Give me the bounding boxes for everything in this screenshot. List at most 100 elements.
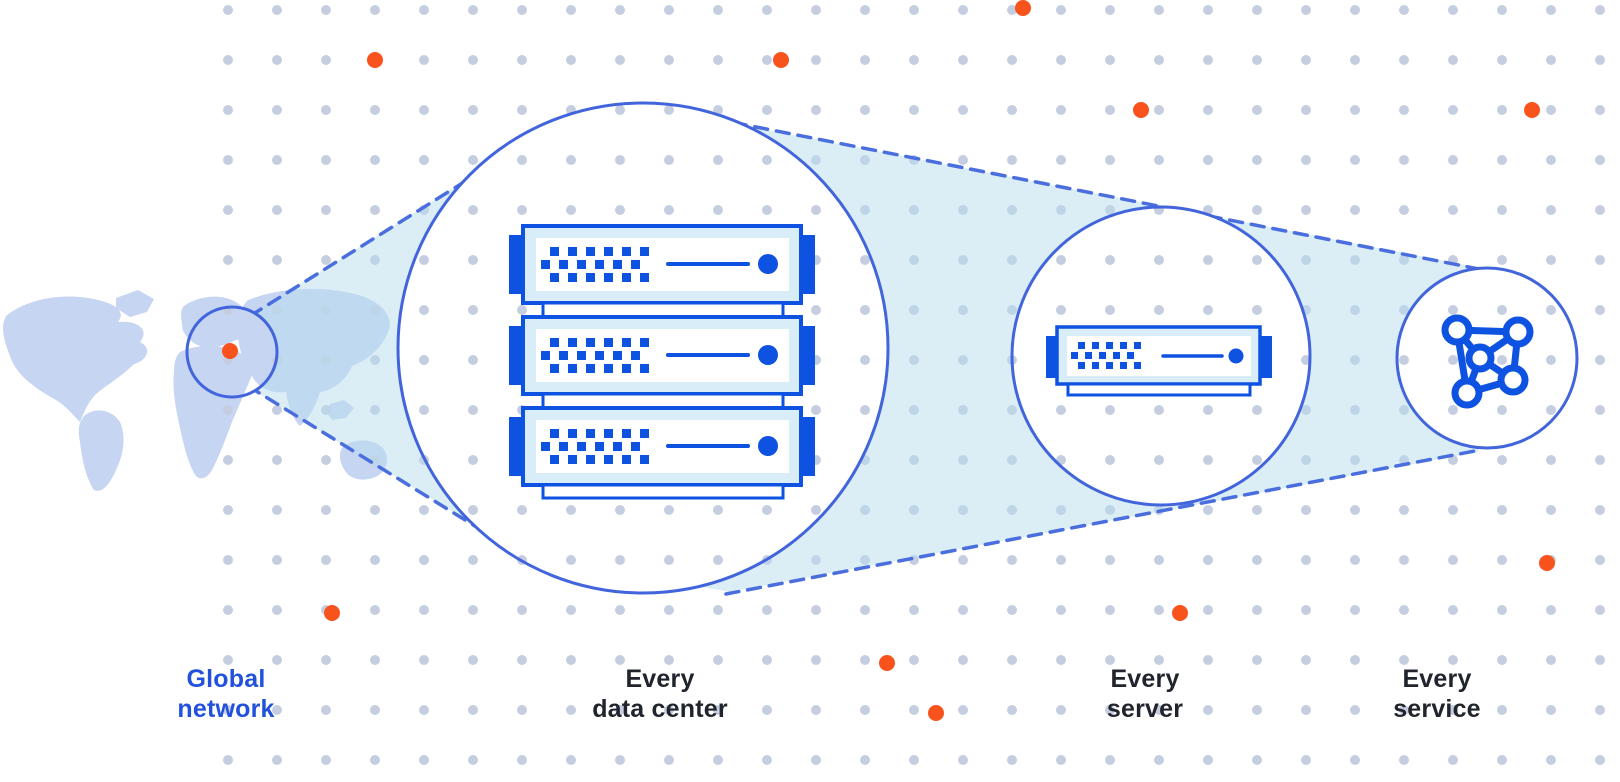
label-every-data-center: Every data center bbox=[490, 664, 830, 724]
grid-dot bbox=[1301, 605, 1311, 615]
accent-dot bbox=[1133, 102, 1149, 118]
grid-dot bbox=[1007, 605, 1017, 615]
grid-dot bbox=[1301, 555, 1311, 565]
grid-dot bbox=[1399, 755, 1409, 765]
grid-dot bbox=[1399, 605, 1409, 615]
grid-dot bbox=[1154, 705, 1164, 715]
grid-dot bbox=[468, 5, 478, 15]
grid-dot bbox=[1595, 605, 1605, 615]
grid-dot bbox=[1154, 555, 1164, 565]
grid-dot bbox=[1203, 155, 1213, 165]
server-base bbox=[1066, 382, 1252, 397]
grid-dot bbox=[419, 55, 429, 65]
grid-dot bbox=[664, 605, 674, 615]
accent-dot bbox=[879, 655, 895, 671]
grid-dot bbox=[1301, 105, 1311, 115]
grid-dot bbox=[1399, 105, 1409, 115]
grid-dot bbox=[1399, 155, 1409, 165]
grid-dot bbox=[1056, 655, 1066, 665]
grid-dot bbox=[1497, 505, 1507, 515]
grid-dot bbox=[958, 555, 968, 565]
grid-dot bbox=[370, 555, 380, 565]
grid-dot bbox=[1007, 105, 1017, 115]
grid-dot bbox=[1350, 655, 1360, 665]
grid-dot bbox=[321, 655, 331, 665]
server-tab-right bbox=[1260, 336, 1272, 378]
grid-dot bbox=[566, 55, 576, 65]
grid-dot bbox=[958, 705, 968, 715]
grid-dot bbox=[860, 105, 870, 115]
grid-dot bbox=[419, 655, 429, 665]
grid-dot bbox=[1497, 305, 1507, 315]
grid-dot bbox=[1301, 55, 1311, 65]
grid-dot bbox=[1448, 705, 1458, 715]
grid-dot bbox=[1546, 155, 1556, 165]
grid-dot bbox=[615, 55, 625, 65]
grid-dot bbox=[370, 705, 380, 715]
grid-dot bbox=[223, 305, 233, 315]
grid-dot bbox=[1350, 55, 1360, 65]
server-tab-left bbox=[1046, 336, 1058, 378]
mesh-network-icon bbox=[1441, 314, 1534, 409]
grid-dot bbox=[860, 55, 870, 65]
continent-north-america bbox=[3, 296, 148, 422]
grid-dot bbox=[272, 705, 282, 715]
server-tab-left bbox=[509, 235, 523, 294]
grid-dot bbox=[811, 105, 821, 115]
server-circle bbox=[1010, 205, 1312, 507]
grid-dot bbox=[1448, 255, 1458, 265]
grid-dot bbox=[1056, 705, 1066, 715]
grid-dot bbox=[223, 5, 233, 15]
grid-dot bbox=[272, 155, 282, 165]
grid-dot bbox=[223, 55, 233, 65]
label-line: service bbox=[1393, 695, 1481, 723]
label-every-server: Every server bbox=[975, 664, 1315, 724]
grid-dot bbox=[1252, 105, 1262, 115]
grid-dot bbox=[272, 605, 282, 615]
accent-dot bbox=[773, 52, 789, 68]
grid-dot bbox=[1105, 155, 1115, 165]
grid-dot bbox=[517, 5, 527, 15]
grid-dot bbox=[1056, 55, 1066, 65]
grid-dot bbox=[223, 605, 233, 615]
grid-dot bbox=[713, 105, 723, 115]
dashed-line-upper-left bbox=[248, 120, 562, 318]
grid-dot bbox=[223, 555, 233, 565]
grid-dot bbox=[1105, 55, 1115, 65]
grid-dot bbox=[615, 755, 625, 765]
grid-dot bbox=[1546, 705, 1556, 715]
grid-dot bbox=[664, 705, 674, 715]
grid-dot bbox=[419, 755, 429, 765]
grid-dot bbox=[1448, 655, 1458, 665]
grid-dot bbox=[958, 105, 968, 115]
grid-dot bbox=[1105, 705, 1115, 715]
grid-dot bbox=[1350, 505, 1360, 515]
grid-dot bbox=[860, 755, 870, 765]
grid-dot bbox=[517, 705, 527, 715]
grid-dot bbox=[1203, 55, 1213, 65]
rack-base bbox=[541, 483, 785, 500]
grid-dot bbox=[1497, 755, 1507, 765]
grid-dot bbox=[370, 105, 380, 115]
continent-south-america bbox=[78, 410, 124, 491]
grid-dot bbox=[1497, 105, 1507, 115]
grid-dot bbox=[321, 255, 331, 265]
accent-dot bbox=[1524, 102, 1540, 118]
grid-dot bbox=[1056, 605, 1066, 615]
server-tab-right bbox=[801, 326, 815, 385]
grid-dot bbox=[1448, 5, 1458, 15]
grid-dot bbox=[419, 105, 429, 115]
grid-dot bbox=[1203, 5, 1213, 15]
label-line: Global bbox=[186, 665, 266, 693]
grid-dot bbox=[1252, 5, 1262, 15]
grid-dot bbox=[419, 505, 429, 515]
grid-dot bbox=[517, 105, 527, 115]
grid-dot bbox=[860, 655, 870, 665]
grid-dot bbox=[1105, 755, 1115, 765]
grid-dot bbox=[1399, 655, 1409, 665]
grid-dot bbox=[223, 455, 233, 465]
grid-dot bbox=[223, 205, 233, 215]
server-unit-2 bbox=[509, 315, 815, 396]
continent-greenland bbox=[116, 290, 154, 317]
grid-dot bbox=[1595, 205, 1605, 215]
